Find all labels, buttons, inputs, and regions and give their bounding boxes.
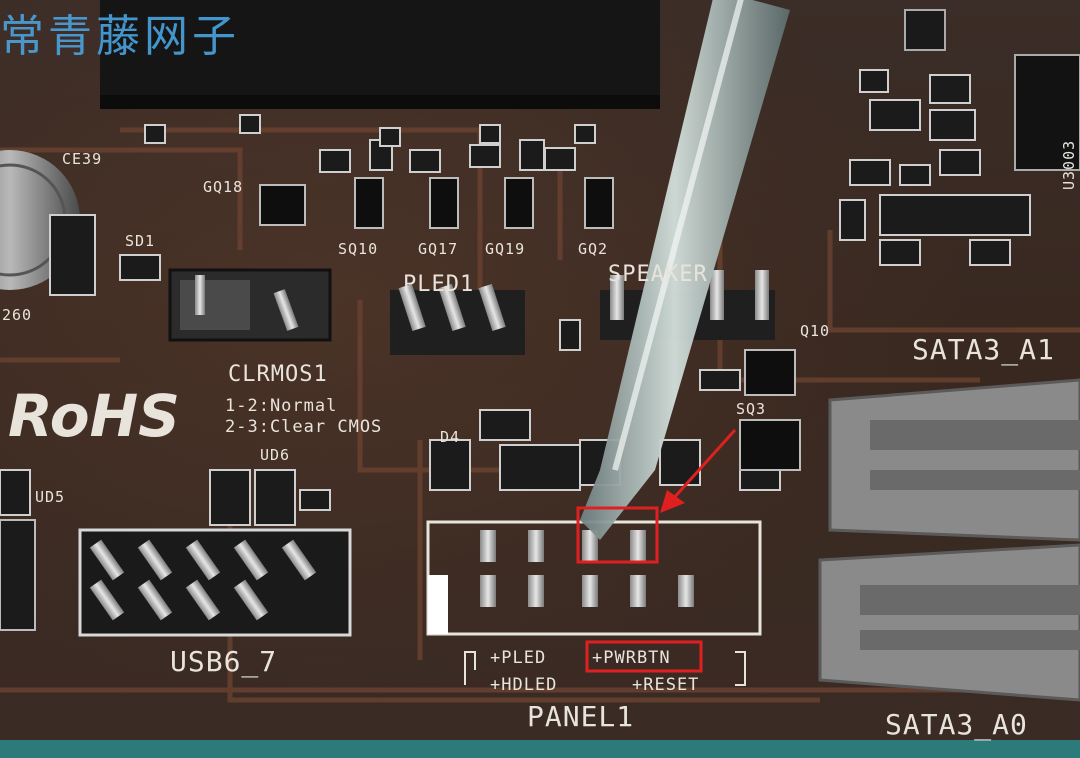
label-gq18: GQ18: [203, 178, 244, 196]
label-sata3-a0: SATA3_A0: [885, 708, 1028, 741]
smd-components: [0, 69, 1031, 526]
label-gq17: GQ17: [418, 240, 459, 258]
label-ud6: UD6: [260, 446, 291, 464]
label-ud5: UD5: [35, 488, 66, 506]
label-pin-reset: +RESET: [632, 675, 700, 695]
label-q10: Q10: [800, 322, 831, 340]
label-clrmos-normal: 1-2:Normal: [225, 396, 338, 416]
label-sata3-a1: SATA3_A1: [912, 333, 1055, 366]
label-pin-pwrbtn: +PWRBTN: [592, 648, 671, 668]
label-d4: D4: [440, 428, 461, 446]
usb-header: [78, 528, 352, 637]
transistors: [259, 177, 801, 471]
label-sq10: SQ10: [338, 240, 379, 258]
pwrbtn-label-highlight: [585, 640, 703, 673]
label-sd1: SD1: [125, 232, 156, 250]
label-260: 260: [2, 306, 33, 324]
label-pin-hdled: +HDLED: [490, 675, 558, 695]
label-rohs: RoHS: [8, 382, 180, 450]
ic-chip: [1014, 54, 1080, 171]
red-arrow: [660, 428, 737, 513]
panel1-pins: [480, 530, 694, 607]
label-pled1: PLED1: [403, 272, 475, 297]
label-sq3: SQ3: [736, 400, 767, 418]
label-clrmos-clear: 2-3:Clear CMOS: [225, 417, 383, 437]
label-gq19: GQ19: [485, 240, 526, 258]
label-usb6-7: USB6_7: [170, 645, 278, 678]
label-clrmos1: CLRMOS1: [228, 362, 328, 387]
label-u3003: U3003: [1060, 139, 1078, 190]
label-speaker: SPEAKER: [608, 262, 708, 287]
top-connector: [100, 0, 660, 105]
watermark-text: 常青藤网子: [0, 11, 240, 62]
label-gq2: GQ2: [578, 240, 609, 258]
label-pin-pled: +PLED: [490, 648, 547, 668]
label-panel1: PANEL1: [527, 700, 635, 733]
label-ce39: CE39: [62, 150, 103, 168]
pwrbtn-pin-highlight: [576, 506, 659, 564]
